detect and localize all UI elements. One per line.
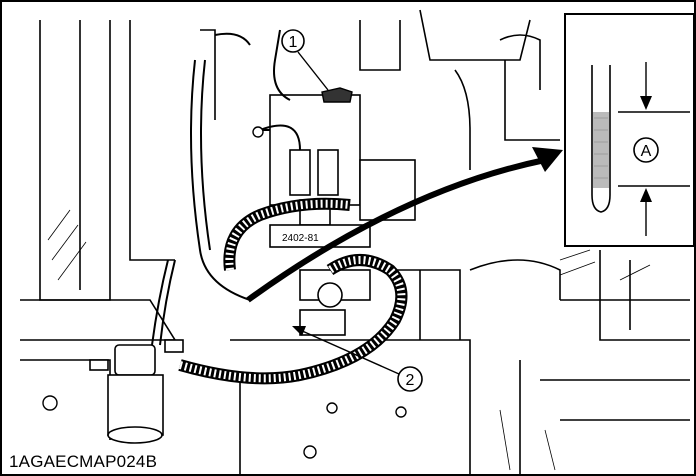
callout-1-label: 1 (289, 34, 298, 51)
part-marking-text: 2402-81 (282, 233, 319, 244)
fuel-cap-hatched (321, 87, 353, 103)
callout-2: 2 (292, 326, 423, 392)
fuel-lines (151, 29, 301, 346)
sight-glass-inset: A (564, 13, 695, 247)
callout-2-label: 2 (406, 372, 415, 389)
callout-1: 1 (281, 29, 329, 91)
dimension-a-label: A (641, 143, 652, 160)
fuel-filter (89, 339, 184, 444)
fuel-level-fill (593, 112, 609, 188)
figure-code: 1AGAECMAP024B (6, 452, 161, 472)
leader-arrow-to-inset (246, 157, 546, 303)
corrugated-hose (178, 197, 408, 385)
arrow-head (532, 147, 563, 172)
bolt-holes (42, 126, 407, 459)
shading-hatch (47, 209, 651, 471)
